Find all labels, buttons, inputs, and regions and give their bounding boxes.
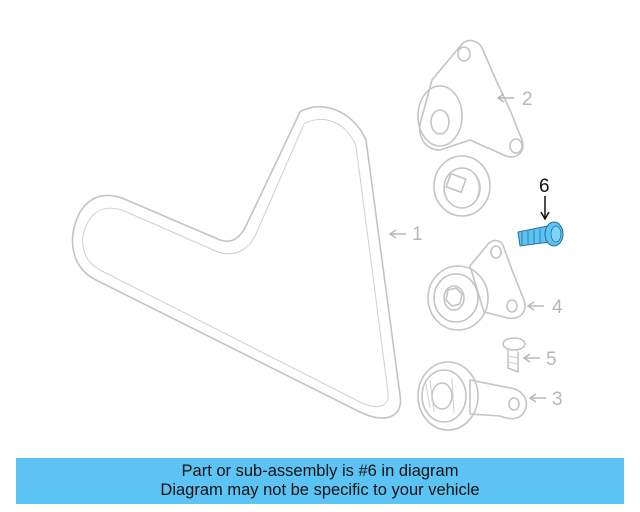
callout-6: 6 xyxy=(539,176,550,197)
callout-1: 1 xyxy=(412,224,423,245)
arrow-5 xyxy=(522,353,531,363)
callout-4: 4 xyxy=(552,297,563,318)
arrow-3 xyxy=(528,393,537,403)
arrow-6 xyxy=(540,211,550,221)
callout-2: 2 xyxy=(522,89,533,110)
arrow-4 xyxy=(526,301,535,311)
banner-line-1: Part or sub-assembly is #6 in diagram xyxy=(181,462,459,480)
upper-pulley-part[interactable] xyxy=(427,239,526,331)
arrow-2 xyxy=(496,93,505,103)
callout-5: 5 xyxy=(546,349,557,370)
belt-part[interactable] xyxy=(71,105,402,419)
highlighted-bolt-part[interactable] xyxy=(517,221,564,247)
arrow-1 xyxy=(388,229,397,239)
parts-diagram: 1 2 6 4 5 xyxy=(71,39,564,431)
tensioner-part[interactable] xyxy=(417,39,524,217)
banner-line-2: Diagram may not be specific to your vehi… xyxy=(160,481,480,499)
info-banner: Part or sub-assembly is #6 in diagram Di… xyxy=(16,458,624,504)
callout-3: 3 xyxy=(552,389,563,410)
lower-pulley-part[interactable] xyxy=(417,361,528,431)
small-bolt-part[interactable] xyxy=(502,337,526,373)
